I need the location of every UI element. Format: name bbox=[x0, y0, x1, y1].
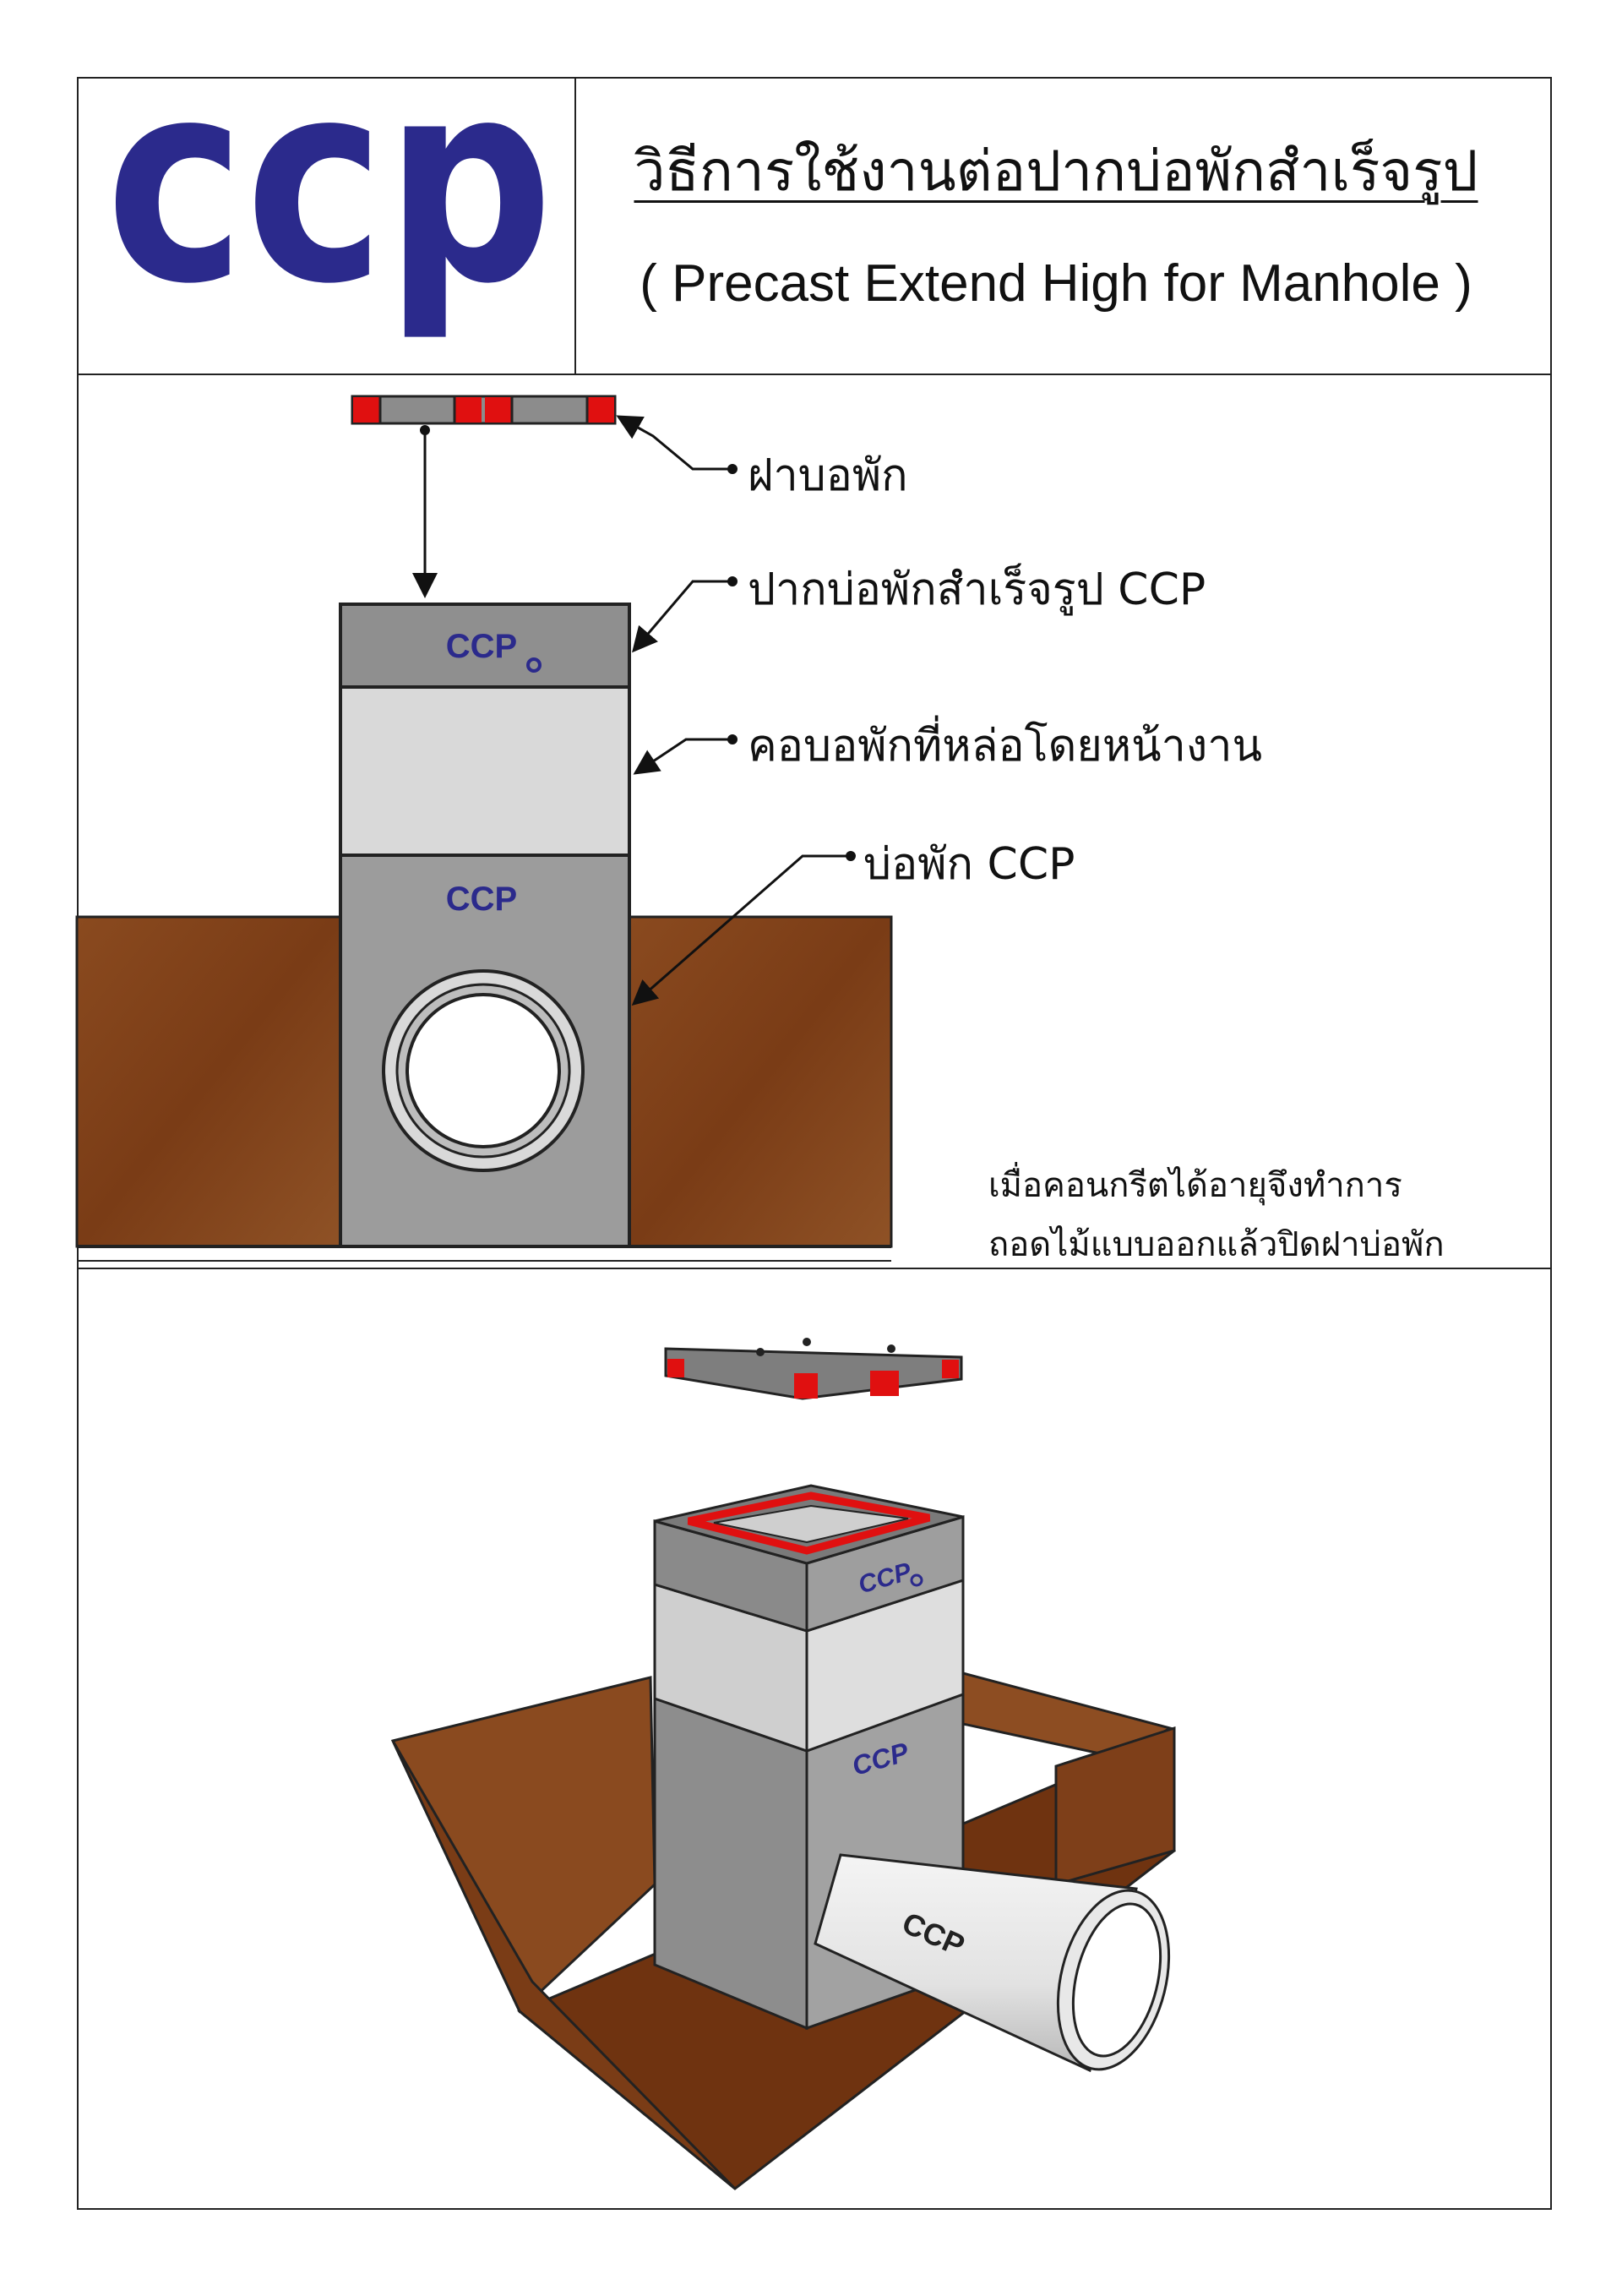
leader-neck bbox=[633, 738, 732, 775]
title-thai: วิธีการใช้งานต่อปากบ่อพักสำเร็จรูป bbox=[634, 139, 1478, 204]
logo-text: ccp bbox=[106, 20, 553, 345]
excavation-back-left bbox=[390, 1676, 656, 2014]
precast-extension bbox=[339, 603, 631, 689]
soil-right bbox=[628, 915, 893, 1248]
cover-section bbox=[351, 395, 617, 425]
title-english: ( Precast Extend High for Manhole ) bbox=[640, 254, 1472, 313]
section-divider bbox=[77, 1268, 1552, 1269]
label-manhole: บ่อพัก CCP bbox=[863, 839, 1075, 890]
extension-brand-mark: CCP bbox=[446, 628, 517, 665]
pipe-3d-body bbox=[814, 1853, 1138, 2073]
leader-cover bbox=[616, 415, 732, 471]
label-cover: ฝาบอพัก bbox=[748, 450, 908, 501]
leader-extension bbox=[632, 580, 732, 653]
soil-left bbox=[75, 915, 342, 1248]
label-precast-extension: ปากบ่อพักสำเร็จรูป CCP bbox=[748, 564, 1206, 615]
excavation-right bbox=[1054, 1726, 1176, 1886]
note-line-1: เมื่อคอนกรีตได้อายุจึงทำการ bbox=[988, 1166, 1402, 1205]
pipe-opening bbox=[406, 993, 561, 1148]
header-divider bbox=[77, 374, 1552, 375]
note-line-2: ถอดไม้แบบออกแล้วปิดฝาบ่อพัก bbox=[988, 1225, 1445, 1264]
pipe-3d-end-inner bbox=[1071, 1902, 1162, 2058]
leader-manhole bbox=[631, 854, 851, 1006]
logo-divider bbox=[574, 77, 576, 375]
label-cast-neck: คอบอพักที่หล่อโดยหน้างาน bbox=[748, 721, 1262, 772]
manhole-brand-mark: CCP bbox=[446, 881, 517, 918]
excavation-left bbox=[391, 1740, 737, 2190]
cast-neck bbox=[339, 685, 631, 857]
